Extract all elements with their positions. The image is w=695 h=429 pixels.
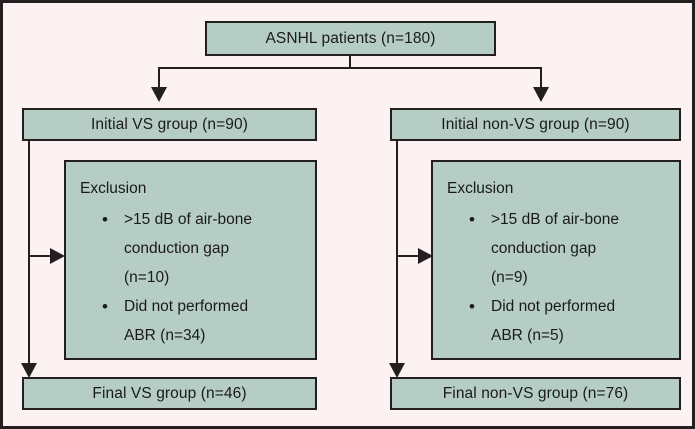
exclusion-nonvs-item1-line3: (n=9) xyxy=(491,269,528,286)
list-item: >15 dB of air-bone conduction gap (n=9) xyxy=(461,205,669,292)
exclusion-vs-item2-line2: ABR (n=34) xyxy=(124,327,206,344)
node-final-vs-group: Final VS group (n=46) xyxy=(22,377,317,410)
exclusion-nonvs-item1-line2: conduction gap xyxy=(491,240,597,257)
exclusion-vs-item2-line1: Did not performed xyxy=(124,298,249,315)
exclusion-vs-item1-line1: >15 dB of air-bone xyxy=(124,211,252,228)
node-exclusion-vs: Exclusion >15 dB of air-bone conduction … xyxy=(64,160,317,360)
connector-left-drop xyxy=(158,67,160,87)
exclusion-vs-item1-line2: conduction gap xyxy=(124,240,230,257)
connector-root-crossbar xyxy=(158,67,542,69)
node-initial-vs-group-label: Initial VS group (n=90) xyxy=(91,115,248,133)
exclusion-vs-list: >15 dB of air-bone conduction gap (n=10)… xyxy=(80,205,305,350)
connector-left-spine xyxy=(28,141,30,376)
node-final-vs-group-label: Final VS group (n=46) xyxy=(92,384,247,402)
node-asnhl-patients: ASNHL patients (n=180) xyxy=(205,21,496,56)
node-initial-vs-group: Initial VS group (n=90) xyxy=(22,108,317,141)
exclusion-nonvs-title: Exclusion xyxy=(447,180,514,197)
node-final-nonvs-group: Final non-VS group (n=76) xyxy=(390,377,681,410)
node-initial-nonvs-group: Initial non-VS group (n=90) xyxy=(390,108,681,141)
exclusion-nonvs-item1-line1: >15 dB of air-bone xyxy=(491,211,619,228)
exclusion-nonvs-item2-line1: Did not performed xyxy=(491,298,616,315)
connector-right-exclusion-branch xyxy=(396,255,421,257)
arrow-to-initial-vs xyxy=(151,87,167,102)
exclusion-nonvs-list: >15 dB of air-bone conduction gap (n=9) … xyxy=(447,205,669,350)
arrow-to-final-nonvs xyxy=(389,363,405,378)
arrow-to-final-vs xyxy=(21,363,37,378)
arrow-to-exclusion-vs xyxy=(50,248,65,264)
connector-left-exclusion-branch xyxy=(28,255,53,257)
arrow-to-exclusion-nonvs xyxy=(418,248,433,264)
connector-right-drop xyxy=(540,67,542,87)
list-item: Did not performed ABR (n=5) xyxy=(461,292,669,350)
exclusion-vs-title: Exclusion xyxy=(80,180,147,197)
node-final-nonvs-group-label: Final non-VS group (n=76) xyxy=(442,384,629,402)
exclusion-nonvs-item2-line2: ABR (n=5) xyxy=(491,327,564,344)
list-item: >15 dB of air-bone conduction gap (n=10) xyxy=(94,205,305,292)
list-item: Did not performed ABR (n=34) xyxy=(94,292,305,350)
node-initial-nonvs-group-label: Initial non-VS group (n=90) xyxy=(441,115,630,133)
connector-root-stem xyxy=(349,56,351,69)
connector-right-spine xyxy=(396,141,398,376)
arrow-to-initial-nonvs xyxy=(533,87,549,102)
node-asnhl-patients-label: ASNHL patients (n=180) xyxy=(265,29,436,47)
node-exclusion-nonvs: Exclusion >15 dB of air-bone conduction … xyxy=(431,160,681,360)
exclusion-vs-item1-line3: (n=10) xyxy=(124,269,170,286)
